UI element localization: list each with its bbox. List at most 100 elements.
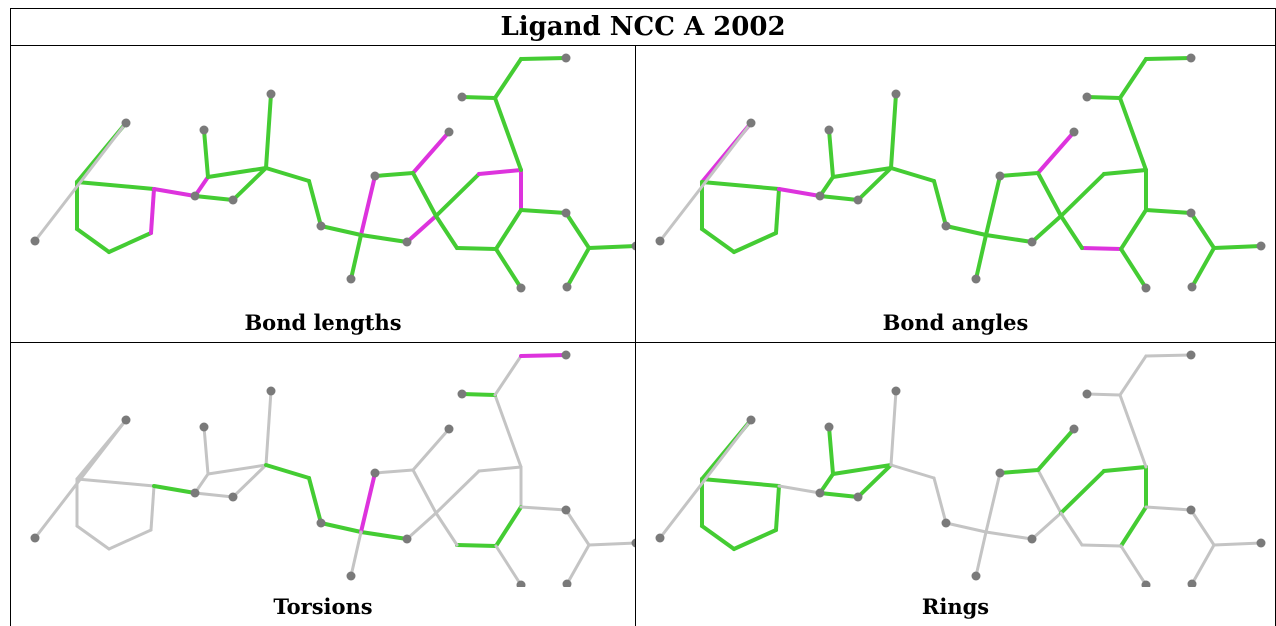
- atom-torsions-35: [516, 580, 526, 587]
- bond-bond-lengths-32: [493, 57, 523, 100]
- atom-bond-angles-18: [995, 171, 1005, 181]
- atom-bond-angles-14: [941, 221, 951, 231]
- bond-rings-3: [732, 528, 778, 551]
- bond-bond-lengths-35: [564, 211, 591, 250]
- atom-bond-lengths-6: [30, 236, 40, 246]
- atom-bond-angles-8: [891, 89, 901, 99]
- bond-bond-lengths-4: [149, 187, 156, 235]
- bond-bond-angles-14: [889, 166, 936, 183]
- bond-rings-10: [856, 463, 893, 499]
- bond-rings-19: [984, 471, 1002, 534]
- bond-bond-angles-12: [827, 128, 835, 179]
- bond-bond-lengths-25: [477, 168, 523, 176]
- bond-bond-angles-38: [1119, 247, 1148, 290]
- bond-bond-lengths-15: [307, 179, 323, 228]
- atom-bond-angles-11: [853, 195, 863, 205]
- bond-bond-lengths-24: [434, 172, 481, 218]
- bond-torsions-4: [149, 484, 156, 532]
- bond-torsions-35: [564, 508, 591, 547]
- bond-bond-angles-6: [658, 121, 753, 243]
- panel-bond-lengths: Bond lengths: [10, 45, 636, 342]
- atom-bond-angles-19: [1069, 127, 1079, 137]
- bond-bond-angles-36: [1212, 244, 1263, 250]
- bond-bond-lengths-37: [565, 246, 591, 289]
- atom-rings-25: [1082, 389, 1092, 399]
- bond-torsions-22: [411, 427, 451, 472]
- atom-torsions-27: [561, 350, 571, 360]
- bond-bond-angles-28: [1080, 246, 1123, 251]
- bond-torsions-17: [359, 530, 409, 541]
- bond-bond-lengths-30: [493, 96, 523, 172]
- bond-rings-15: [932, 476, 948, 525]
- bond-bond-lengths-27: [494, 208, 523, 251]
- bond-bond-angles-21: [1036, 171, 1063, 218]
- bond-rings-34: [1144, 505, 1193, 512]
- bond-rings-2: [700, 524, 736, 551]
- bond-bond-lengths-20: [349, 233, 363, 281]
- bond-bond-lengths-36: [587, 244, 636, 250]
- bond-torsions-36: [587, 541, 636, 547]
- atom-rings-6: [655, 533, 665, 543]
- bond-torsions-20: [349, 530, 363, 578]
- molecule-rings: [655, 350, 1266, 587]
- bond-bond-lengths-9: [206, 166, 268, 179]
- atom-bond-angles-31: [1186, 208, 1196, 218]
- atom-torsions-34: [562, 579, 572, 587]
- bond-rings-27: [1119, 505, 1148, 548]
- atom-rings-16: [1027, 534, 1037, 544]
- bond-torsions-15: [307, 476, 323, 525]
- bond-torsions-31: [460, 392, 497, 397]
- atom-bond-angles-27: [1186, 53, 1196, 63]
- atom-bond-lengths-31: [561, 208, 571, 218]
- atom-bond-angles-33: [1256, 241, 1266, 251]
- atom-torsions-10: [190, 488, 200, 498]
- atom-rings-33: [1256, 538, 1266, 548]
- bond-rings-32: [1118, 354, 1148, 397]
- bond-rings-7: [777, 484, 822, 495]
- bond-bond-angles-32: [1118, 57, 1148, 100]
- bond-torsions-29: [434, 511, 459, 547]
- bond-rings-28: [1080, 543, 1123, 548]
- atom-bond-lengths-11: [228, 195, 238, 205]
- atom-bond-lengths-25: [457, 92, 467, 102]
- bond-torsions-7: [152, 484, 197, 495]
- bond-bond-angles-9: [831, 166, 893, 179]
- bond-rings-14: [889, 463, 936, 480]
- bond-rings-20: [974, 530, 988, 578]
- caption-bond-lengths: Bond lengths: [244, 309, 402, 335]
- bond-bond-lengths-21: [411, 171, 438, 218]
- bond-torsions-24: [434, 469, 481, 515]
- caption-torsions: Torsions: [273, 593, 373, 619]
- bond-torsions-6: [33, 418, 128, 540]
- bond-bond-lengths-2: [75, 227, 111, 254]
- bond-bond-angles-20: [974, 233, 988, 281]
- bond-rings-36: [1212, 541, 1263, 547]
- atom-torsions-0: [121, 415, 131, 425]
- bond-rings-24: [1059, 469, 1106, 515]
- bond-bond-angles-18: [1030, 214, 1063, 244]
- atom-torsions-8: [266, 386, 276, 396]
- bond-bond-lengths-18: [405, 214, 438, 244]
- atom-rings-7: [824, 422, 834, 432]
- bond-torsions-37: [565, 543, 591, 586]
- molecule-bond-angles: [655, 53, 1266, 293]
- atom-torsions-11: [228, 492, 238, 502]
- bond-bond-lengths-34: [519, 208, 568, 215]
- bond-bond-lengths-31: [460, 95, 497, 100]
- atom-rings-11: [853, 492, 863, 502]
- bond-rings-38: [1119, 544, 1148, 587]
- atom-bond-angles-7: [824, 125, 834, 135]
- bond-torsions-23: [373, 468, 415, 475]
- bond-bond-lengths-19: [359, 174, 377, 237]
- bond-rings-25: [1102, 465, 1148, 473]
- bond-bond-lengths-7: [152, 187, 197, 198]
- bond-bond-lengths-33: [519, 56, 568, 61]
- bond-rings-37: [1190, 543, 1216, 586]
- bond-torsions-38: [494, 544, 523, 587]
- atom-rings-14: [941, 518, 951, 528]
- bond-bond-lengths-14: [264, 166, 311, 183]
- bond-bond-angles-19: [984, 174, 1002, 237]
- atom-bond-angles-6: [655, 236, 665, 246]
- atom-bond-lengths-16: [402, 237, 412, 247]
- bond-bond-lengths-11: [193, 194, 235, 202]
